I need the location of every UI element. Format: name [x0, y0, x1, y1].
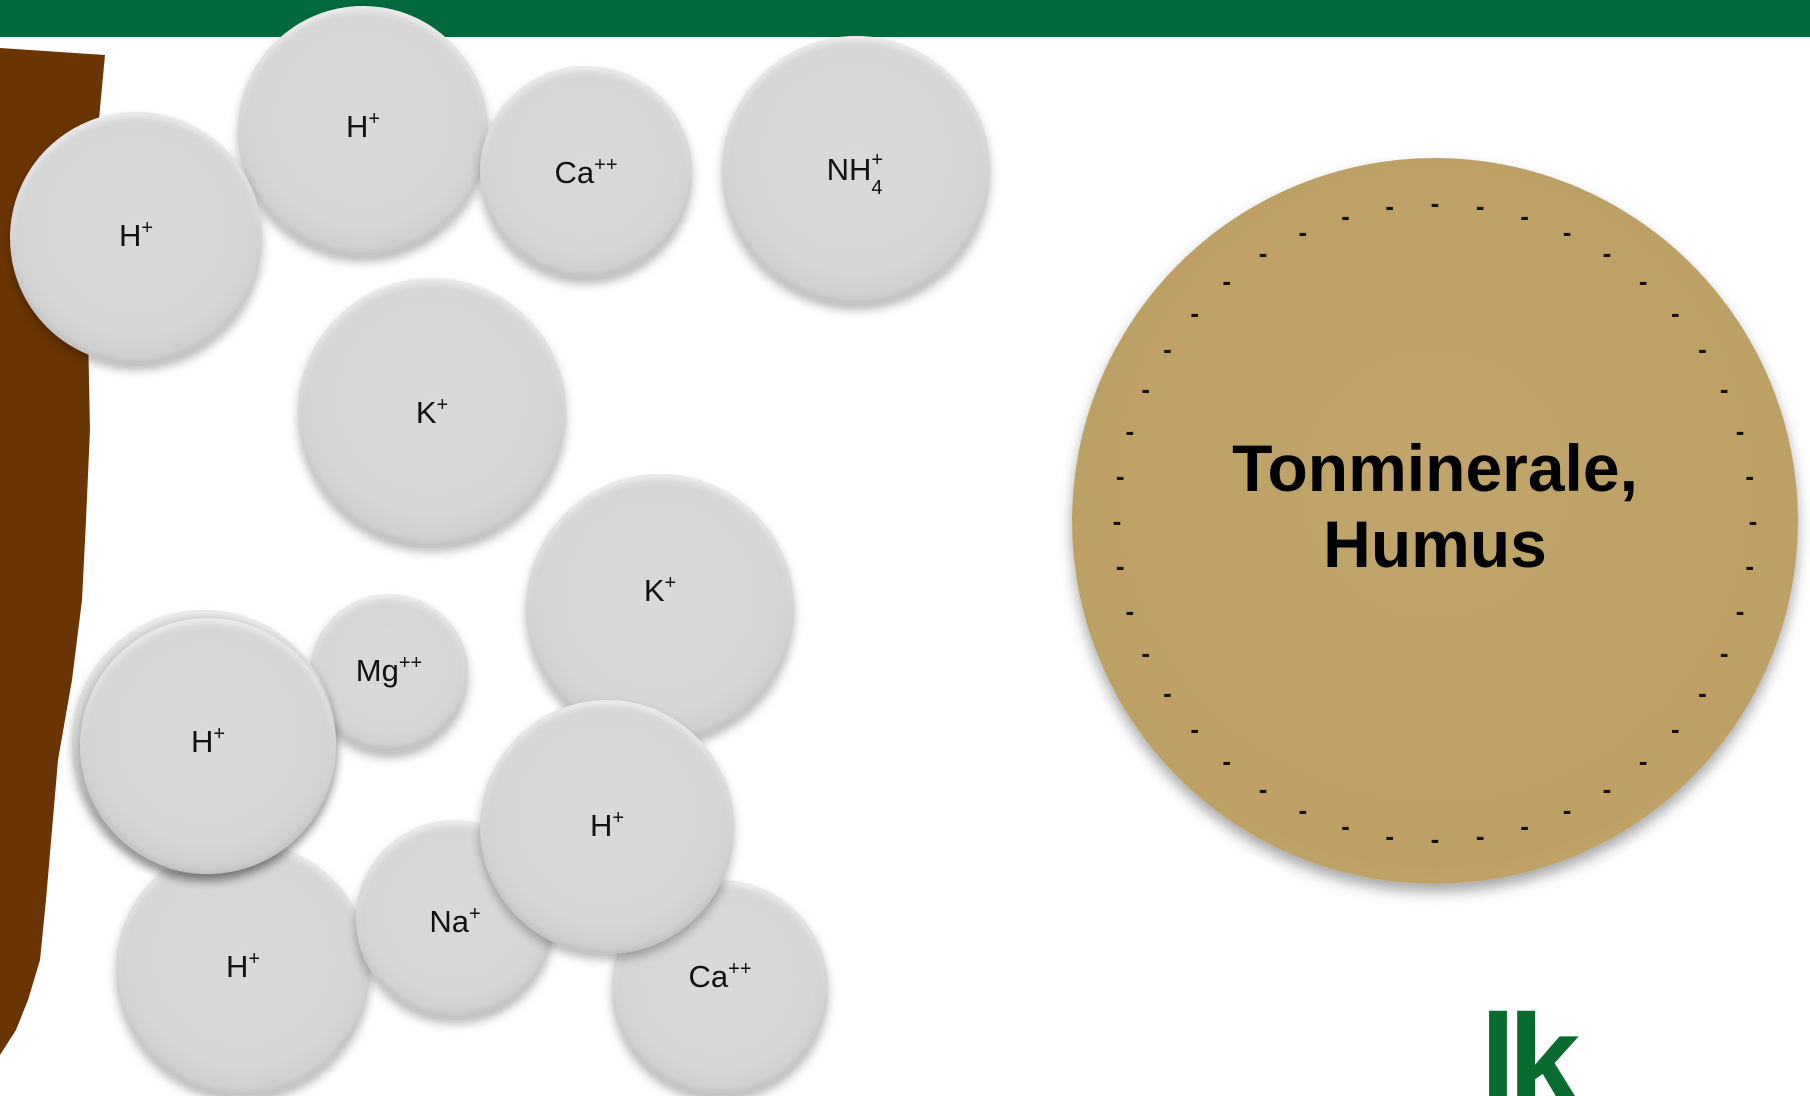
negative-charge-mark: - [1748, 506, 1758, 536]
ion-sphere-h-5: H+ [480, 700, 734, 954]
ion-label: H+ [118, 216, 154, 253]
ion-label: H+ [190, 722, 226, 759]
negative-charge-mark: - [1698, 334, 1707, 365]
clay-humus-label: Tonminerale, Humus [1072, 158, 1798, 884]
negative-charge-mark: - [1745, 460, 1755, 491]
negative-charge-mark: - [1163, 677, 1172, 708]
negative-charge-mark: - [1475, 191, 1485, 222]
lk-logo: lk [1480, 987, 1580, 1096]
ion-label: K+ [415, 393, 449, 430]
ion-sphere-ca-2: Ca++ [612, 880, 828, 1096]
ion-sphere-h-4: H+ [116, 842, 370, 1096]
negative-charge-mark: - [1222, 265, 1232, 296]
ion-sphere-mg: Mg++ [310, 594, 468, 752]
negative-charge-mark: - [1115, 551, 1125, 582]
negative-charge-mark: - [1222, 746, 1232, 777]
negative-charge-mark: - [1562, 795, 1572, 826]
clay-humus-particle: Tonminerale, Humus [1072, 158, 1798, 884]
negative-charge-mark: - [1475, 820, 1485, 851]
negative-charge-mark: - [1698, 677, 1707, 708]
negative-charge-mark: - [1258, 238, 1268, 269]
ion-label: Na+ [429, 902, 481, 939]
negative-charge-mark: - [1562, 216, 1572, 247]
ion-label: K+ [643, 571, 677, 608]
negative-charge-mark: - [1638, 265, 1648, 296]
negative-charge-mark: - [1141, 373, 1151, 404]
negative-charge-mark: - [1298, 216, 1308, 247]
negative-charge-mark: - [1670, 714, 1680, 745]
ion-sphere-ca-1: Ca++ [480, 66, 692, 278]
ion-label: H+ [345, 107, 381, 144]
negative-charge-mark: - [1735, 416, 1745, 447]
ion-sphere-h-3: H+ [80, 618, 336, 874]
negative-charge-mark: - [1341, 811, 1350, 842]
negative-charge-mark: - [1125, 595, 1135, 626]
ion-label: H+ [589, 806, 625, 843]
ion-sphere-k-1: K+ [298, 278, 566, 546]
ion-sphere-h-1: H+ [10, 112, 262, 364]
negative-charge-mark: - [1190, 714, 1199, 745]
ion-label: H+ [225, 947, 261, 984]
negative-charge-mark: - [1125, 416, 1135, 447]
negative-charge-mark: - [1520, 811, 1529, 842]
negative-charge-mark: - [1385, 191, 1395, 222]
negative-charge-mark: - [1602, 773, 1612, 804]
ion-label: Ca++ [554, 153, 618, 190]
ion-label: Ca++ [688, 957, 752, 994]
negative-charge-mark: - [1430, 824, 1440, 854]
negative-charge-mark: - [1141, 638, 1151, 669]
negative-charge-mark: - [1719, 638, 1729, 669]
negative-charge-mark: - [1430, 188, 1440, 218]
ion-sphere-h-2: H+ [238, 6, 488, 256]
negative-charge-mark: - [1341, 200, 1350, 231]
negative-charge-mark: - [1115, 460, 1125, 491]
negative-charge-mark: - [1638, 746, 1648, 777]
negative-charge-mark: - [1745, 551, 1755, 582]
ion-sphere-k-2: K+ [526, 474, 794, 742]
negative-charge-mark: - [1385, 820, 1395, 851]
negative-charge-mark: - [1258, 773, 1268, 804]
negative-charge-mark: - [1190, 297, 1199, 328]
negative-charge-mark: - [1719, 373, 1729, 404]
negative-charge-mark: - [1163, 334, 1172, 365]
ion-label: Mg++ [355, 651, 423, 688]
negative-charge-mark: - [1670, 297, 1680, 328]
negative-charge-mark: - [1735, 595, 1745, 626]
title-bar [0, 0, 1810, 37]
clay-humus-line1: Tonminerale, [1232, 431, 1638, 505]
negative-charge-mark: - [1520, 200, 1529, 231]
negative-charge-mark: - [1602, 238, 1612, 269]
negative-charge-mark: - [1298, 795, 1308, 826]
clay-humus-line2: Humus [1323, 507, 1547, 581]
negative-charge-mark: - [1112, 506, 1122, 536]
